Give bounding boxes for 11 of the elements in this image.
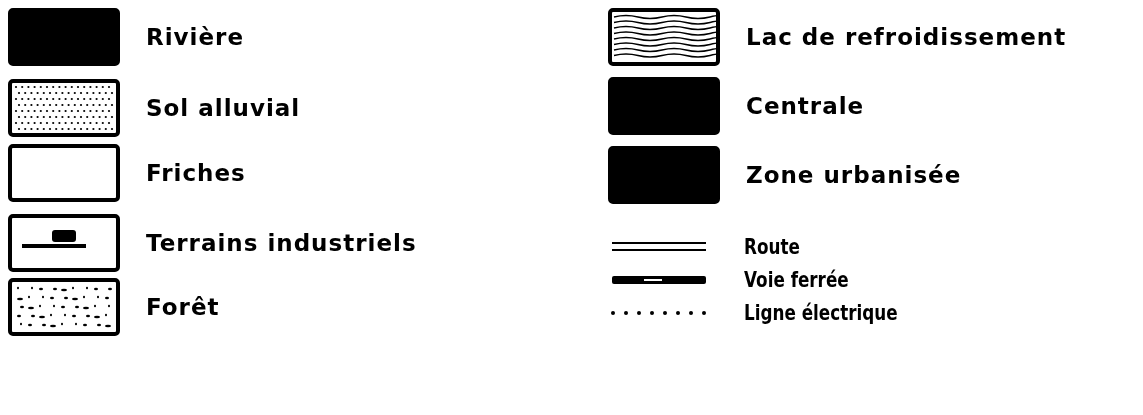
legend-label: Terrains industriels <box>146 230 417 256</box>
legend-label: Forêt <box>146 294 220 320</box>
legend-label: Centrale <box>746 93 865 119</box>
legend-label: Rivière <box>146 24 244 50</box>
legend-label: Friches <box>146 160 246 186</box>
legend-label: Route <box>744 235 800 259</box>
legend-label: Lac de refroidissement <box>746 24 1067 50</box>
legend-label: Sol alluvial <box>146 95 301 121</box>
legend-label: Voie ferrée <box>744 268 849 292</box>
legend-label: Ligne électrique <box>744 301 898 325</box>
legend-label: Zone urbanisée <box>746 162 962 188</box>
